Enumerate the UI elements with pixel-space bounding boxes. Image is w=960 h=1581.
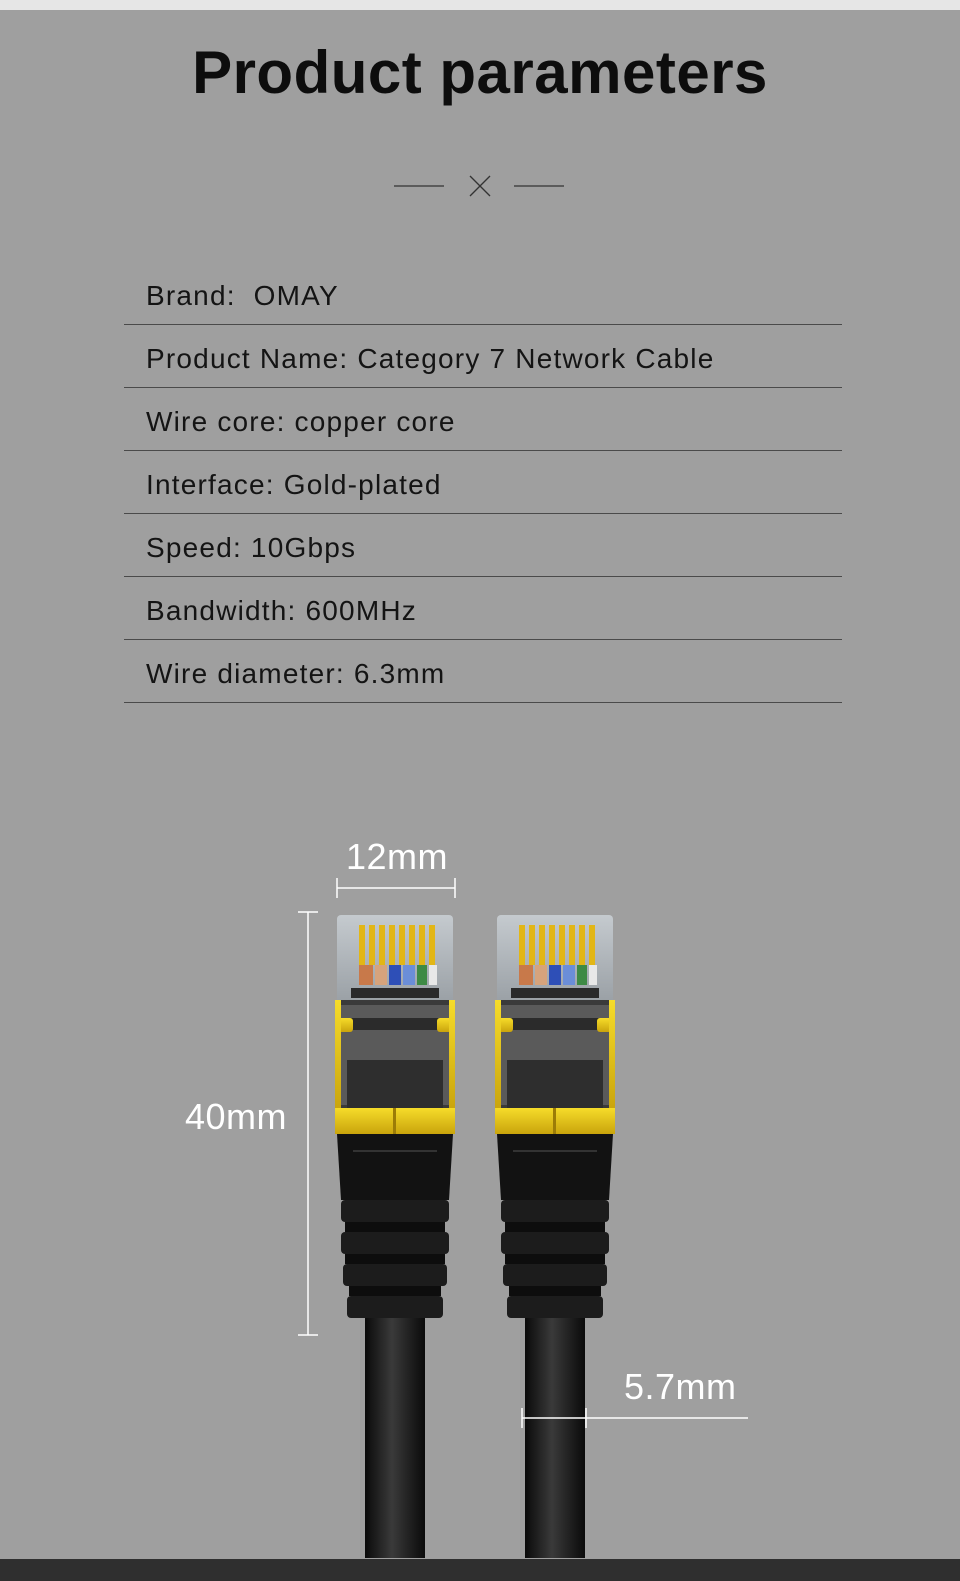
connector-left — [335, 915, 455, 1558]
rj45-connectors-image — [298, 878, 748, 1558]
page-title: Product parameters — [192, 39, 768, 106]
param-row: Wire core: copper core — [124, 388, 842, 451]
section-divider — [394, 175, 564, 197]
param-row: Product Name: Category 7 Network Cable — [124, 325, 842, 388]
param-row: Brand: OMAY — [124, 262, 842, 325]
width-dimension-label: 12mm — [346, 836, 449, 877]
param-row: Wire diameter: 6.3mm — [124, 640, 842, 703]
width-dimension-line — [336, 878, 456, 898]
parameter-list: Brand: OMAY Product Name: Category 7 Net… — [124, 262, 842, 703]
connector-right — [495, 915, 615, 1558]
cable-dimension-line — [521, 1408, 748, 1428]
param-product-name: Product Name: Category 7 Network Cable — [146, 343, 715, 374]
param-row: Bandwidth: 600MHz — [124, 577, 842, 640]
param-wire-diameter: Wire diameter: 6.3mm — [146, 658, 446, 689]
x-cross-icon — [469, 175, 491, 197]
length-dimension-label: 40mm — [185, 1096, 288, 1137]
connector-figure: 12mm 40mm 5.7mm — [0, 820, 960, 1560]
param-wire-core: Wire core: copper core — [146, 406, 456, 437]
param-bandwidth: Bandwidth: 600MHz — [146, 595, 417, 626]
param-speed: Speed: 10Gbps — [146, 532, 357, 563]
bottom-border — [0, 1559, 960, 1581]
cable-dimension-label: 5.7mm — [624, 1366, 737, 1407]
param-interface: Interface: Gold-plated — [146, 469, 442, 500]
top-border — [0, 0, 960, 10]
length-dimension-line — [298, 911, 318, 1336]
param-row: Speed: 10Gbps — [124, 514, 842, 577]
param-brand: Brand: OMAY — [146, 280, 339, 311]
param-row: Interface: Gold-plated — [124, 451, 842, 514]
